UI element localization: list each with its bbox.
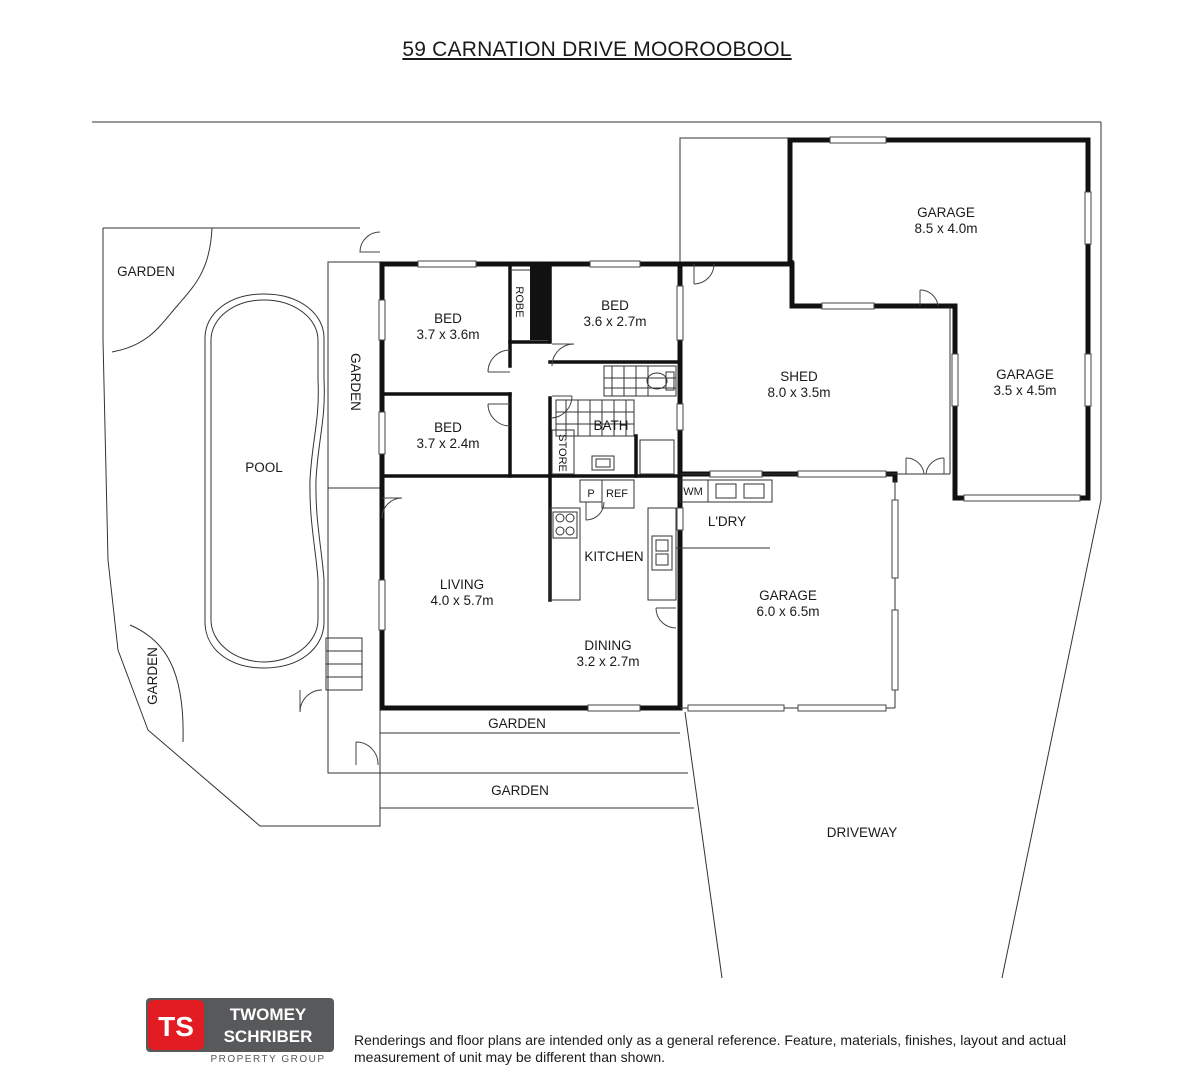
pantry-label: P bbox=[587, 488, 594, 500]
kitchen-label: KITCHEN bbox=[584, 549, 643, 564]
garden-top-left-bed bbox=[111, 227, 213, 353]
bed1-name: BED bbox=[434, 311, 462, 326]
bed3-name: BED bbox=[434, 420, 462, 435]
garage-right-name: GARAGE bbox=[996, 367, 1054, 382]
pool-label: POOL bbox=[245, 460, 283, 475]
garden-bottom-left-bed bbox=[129, 624, 184, 743]
kitchen-fixtures bbox=[549, 479, 773, 601]
logo-line2: SCHRIBER bbox=[224, 1027, 313, 1046]
store-label: STORE bbox=[556, 434, 568, 472]
garden-front-2-label: GARDEN bbox=[491, 783, 549, 798]
pool bbox=[204, 293, 325, 669]
bed3-size: 3.7 x 2.4m bbox=[416, 436, 479, 451]
robe-label: ROBE bbox=[513, 286, 525, 317]
outbuilding-walls bbox=[677, 137, 1091, 501]
ref-label: REF bbox=[606, 488, 628, 500]
driveway-label: DRIVEWAY bbox=[827, 825, 898, 840]
plan-title: 59 CARNATION DRIVE MOOROOBOOL bbox=[402, 38, 792, 61]
garage-right-size: 3.5 x 4.5m bbox=[993, 383, 1056, 398]
company-logo: TS TWOMEY SCHRIBER PROPERTY GROUP bbox=[146, 998, 334, 1064]
side-garden-strip bbox=[299, 261, 381, 774]
garden-top-left-label: GARDEN bbox=[117, 264, 175, 279]
site-boundary bbox=[92, 121, 1102, 979]
room-labels: GARAGE 8.5 x 4.0m GARAGE 3.5 x 4.5m SHED… bbox=[117, 205, 1056, 840]
windows bbox=[378, 136, 1092, 712]
garden-front-1-label: GARDEN bbox=[488, 716, 546, 731]
laundry-label: L'DRY bbox=[708, 514, 746, 529]
garden-side-label: GARDEN bbox=[348, 353, 363, 411]
garage-top-size: 8.5 x 4.0m bbox=[914, 221, 977, 236]
disclaimer-text: Renderings and floor plans are intended … bbox=[354, 1032, 1067, 1065]
garage-top-name: GARAGE bbox=[917, 205, 975, 220]
shed-name: SHED bbox=[780, 369, 818, 384]
logo-line3: PROPERTY GROUP bbox=[210, 1054, 325, 1064]
bed1-size: 3.7 x 3.6m bbox=[416, 327, 479, 342]
garage-bottom-name: GARAGE bbox=[759, 588, 817, 603]
logo-initials: TS bbox=[158, 1011, 194, 1042]
bath-label: BATH bbox=[593, 418, 628, 433]
dining-name: DINING bbox=[584, 638, 631, 653]
dining-size: 3.2 x 2.7m bbox=[576, 654, 639, 669]
living-name: LIVING bbox=[440, 577, 484, 592]
logo-line1: TWOMEY bbox=[230, 1005, 307, 1024]
shed-size: 8.0 x 3.5m bbox=[767, 385, 830, 400]
front-garden bbox=[355, 732, 694, 809]
living-size: 4.0 x 5.7m bbox=[430, 593, 493, 608]
garden-bottom-left-label: GARDEN bbox=[145, 647, 160, 705]
bathroom-tiles bbox=[551, 365, 677, 475]
gate bbox=[359, 231, 381, 253]
bed2-size: 3.6 x 2.7m bbox=[583, 314, 646, 329]
wm-label: WM bbox=[683, 486, 703, 498]
garage-bottom-size: 6.0 x 6.5m bbox=[756, 604, 819, 619]
bed2-name: BED bbox=[601, 298, 629, 313]
